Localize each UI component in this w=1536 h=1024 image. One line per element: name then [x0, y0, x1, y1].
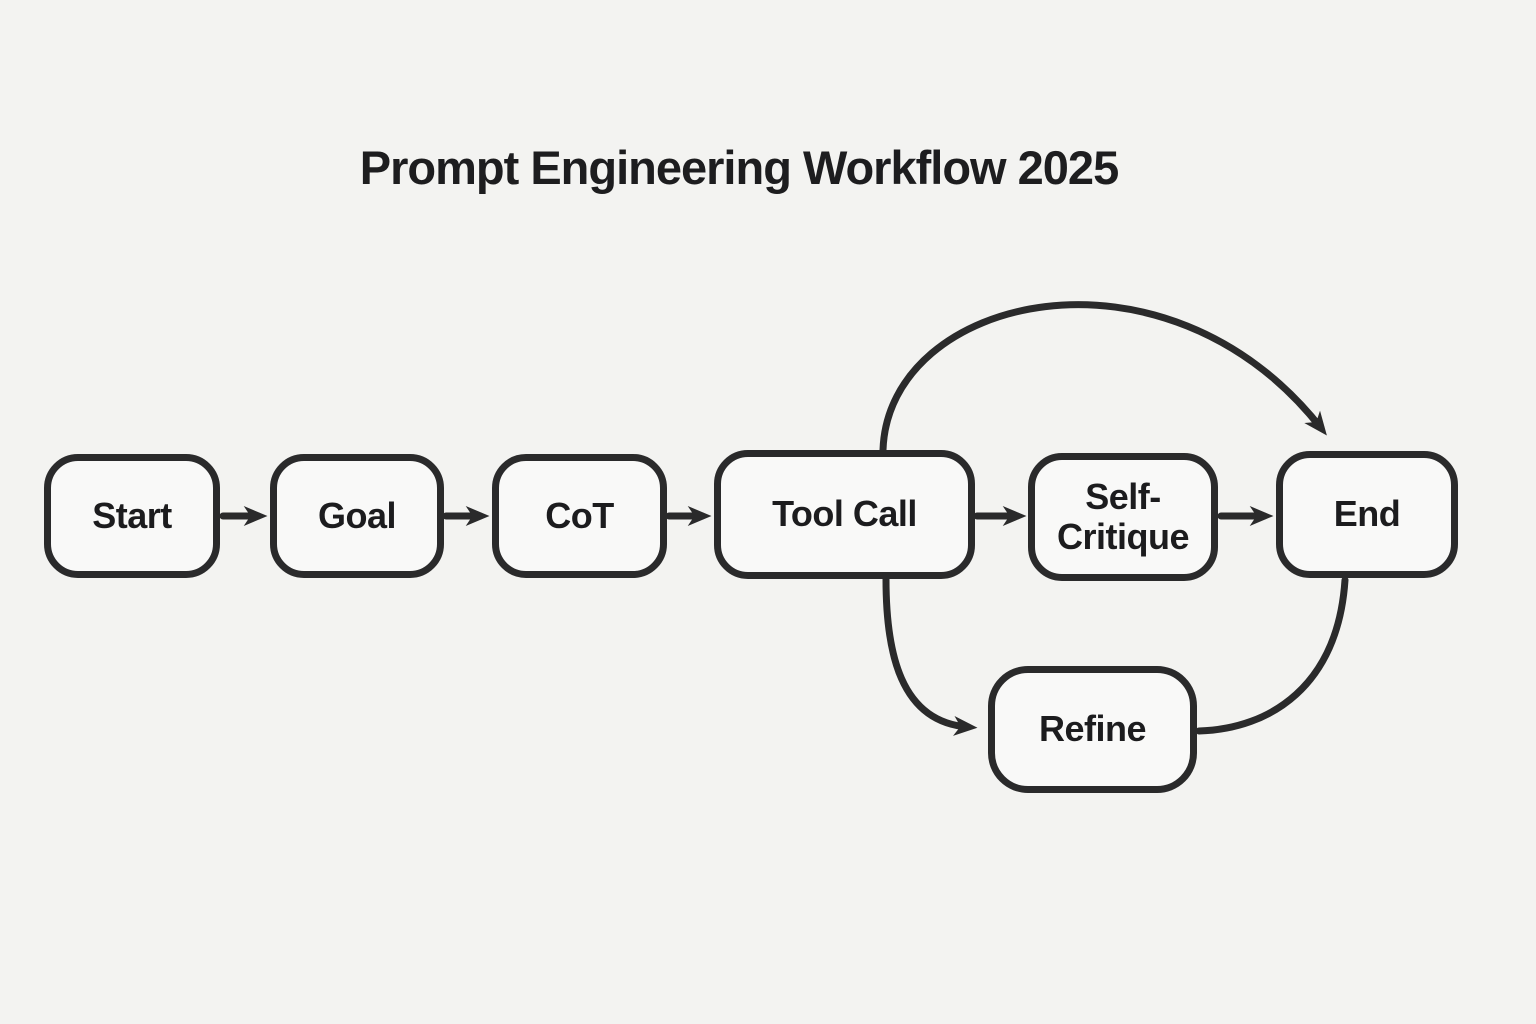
node-self-critique-label: Self-Critique: [1056, 475, 1190, 557]
edge-tool-call-refine: [882, 575, 978, 736]
node-self-critique: Self-Critique: [1028, 453, 1218, 581]
node-refine: Refine: [988, 666, 1197, 793]
node-start-label: Start: [92, 494, 172, 536]
diagram-title: Prompt Engineering Workflow 2025: [359, 141, 1119, 194]
node-tool-call: Tool Call: [714, 450, 975, 579]
node-goal: Goal: [270, 454, 444, 578]
edge-refine-end: [1195, 576, 1349, 735]
node-start: Start: [44, 454, 220, 578]
node-tool-call-label: Tool Call: [772, 493, 917, 535]
node-refine-label: Refine: [1038, 708, 1147, 750]
edge-tool-call-end-arc: [879, 301, 1327, 454]
node-cot-label: CoT: [545, 494, 614, 536]
node-end: End: [1276, 451, 1458, 578]
node-end-label: End: [1333, 493, 1401, 535]
node-cot: CoT: [492, 454, 667, 578]
node-goal-label: Goal: [317, 494, 397, 536]
